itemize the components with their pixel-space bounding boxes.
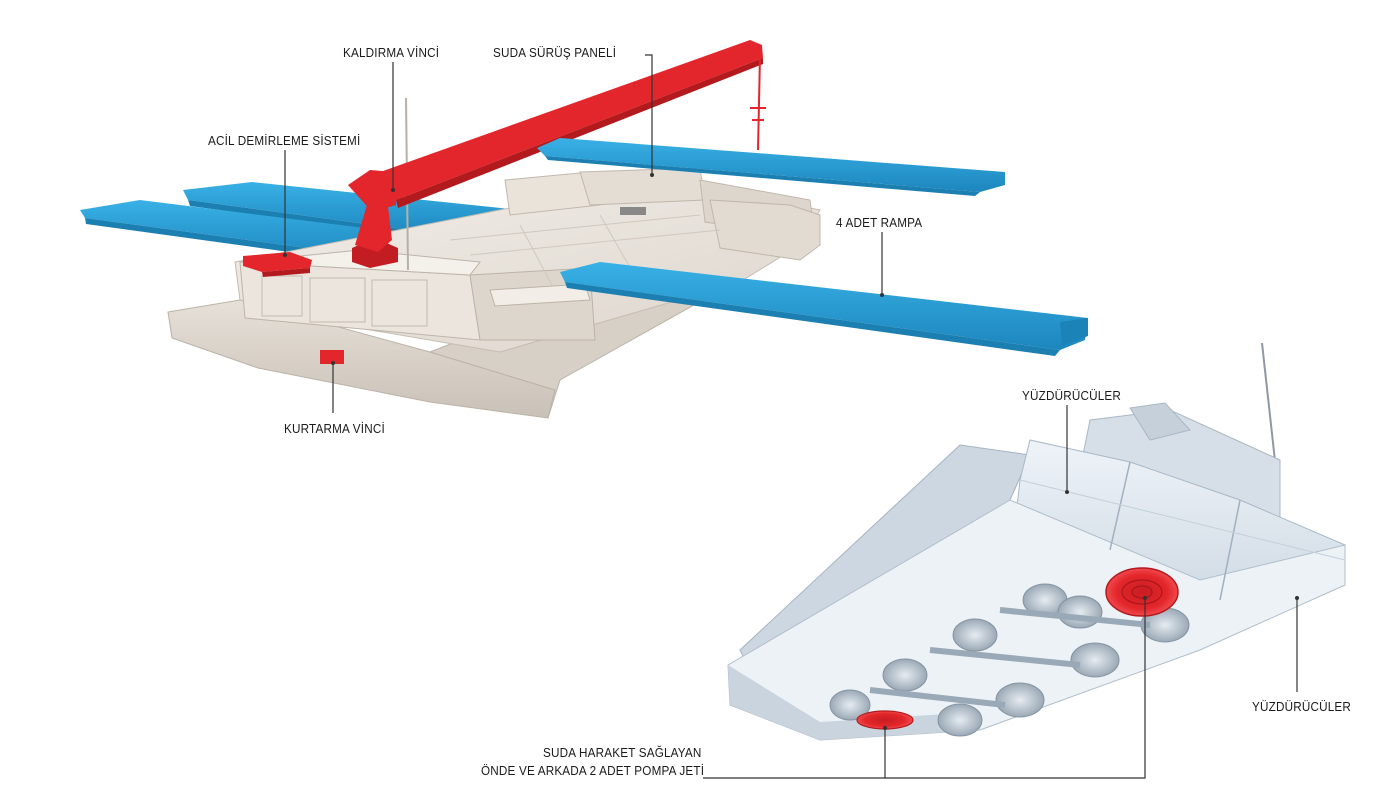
label-four-ramps: 4 ADET RAMPA (836, 215, 922, 230)
pump-jet-rear (1106, 568, 1178, 616)
label-emergency-mooring: ACİL DEMİRLEME SİSTEMİ (208, 133, 360, 148)
label-recovery-winch: KURTARMA VİNCİ (284, 421, 385, 436)
label-pump-jet-line2: ÖNDE VE ARKADA 2 ADET POMPA JETİ (481, 763, 704, 778)
vehicle-top-view (80, 40, 1088, 418)
label-floats-right: YÜZDÜRÜCÜLER (1252, 699, 1351, 714)
deck-hatch (620, 207, 646, 215)
label-floats-top: YÜZDÜRÜCÜLER (1022, 388, 1121, 403)
label-lifting-crane: KALDIRMA VİNCİ (343, 45, 439, 60)
antenna-bottom (1262, 343, 1276, 470)
label-pump-jet-line1: SUDA HARAKET SAĞLAYAN (543, 745, 702, 760)
label-water-drive-panel: SUDA SÜRÜŞ PANELİ (493, 45, 616, 60)
